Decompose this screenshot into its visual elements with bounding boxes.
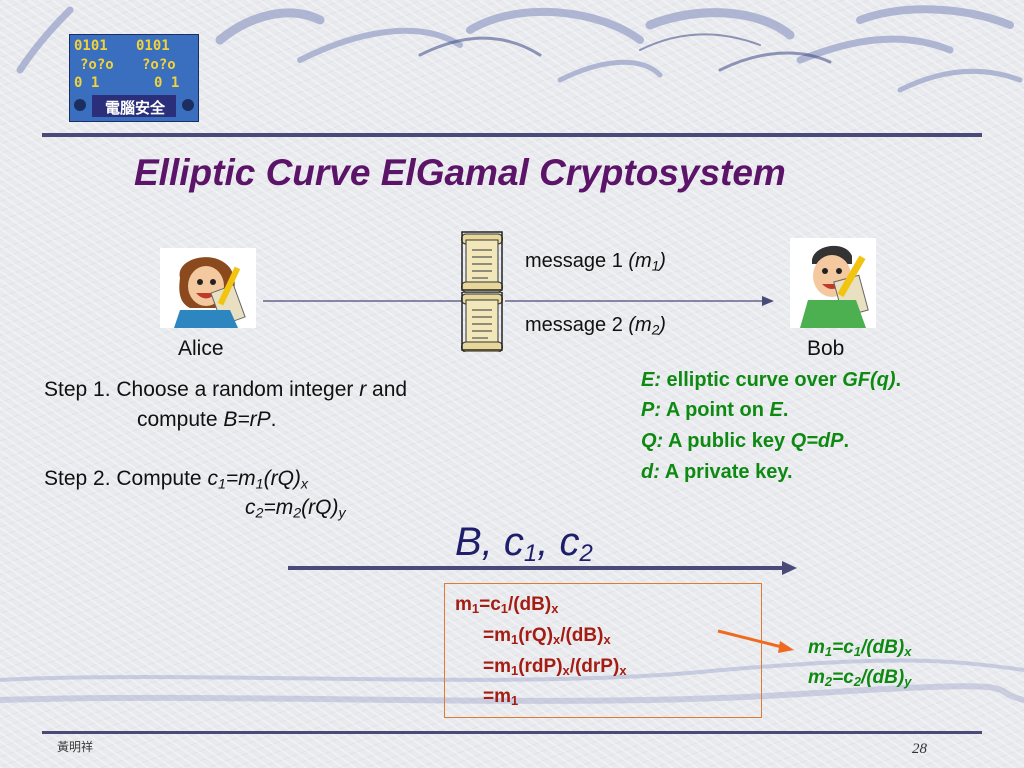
derivation-line-3: =m1(rdP)x/(drP)x [483, 656, 627, 679]
bottom-divider [42, 731, 982, 734]
footer-author: 黃明祥 [57, 740, 94, 754]
message2-scroll-icon [458, 291, 506, 353]
message1-label: message 1 (m1) [525, 250, 666, 274]
derivation-line-2: =m1(rQ)x/(dB)x [483, 625, 611, 648]
svg-text:0101: 0101 [136, 38, 170, 54]
derivation-box [444, 583, 762, 718]
logo: 0101 0101 ?o?o ?o?o 0 1 0 1 電腦安全 [69, 34, 199, 122]
bob-label: Bob [807, 337, 845, 360]
svg-text:0101: 0101 [74, 38, 108, 54]
bob-avatar [790, 238, 876, 328]
logo-chip-graphic: 0101 0101 ?o?o ?o?o 0 1 0 1 [70, 35, 198, 121]
result-line-2: m2=c2/(dB)y [808, 667, 912, 690]
step2-line1: Step 2. Compute c1=m1(rQ)x [44, 467, 309, 493]
svg-text:?o?o: ?o?o [80, 57, 114, 73]
logo-text: 電腦安全 [104, 99, 165, 117]
step1-line1: Step 1. Choose a random integer r and [44, 378, 408, 401]
step2-line2: c2=m2(rQ)y [245, 496, 346, 522]
message1-scroll-icon [458, 230, 506, 293]
param-p: P: A point on E. [641, 399, 789, 421]
svg-text:0 1: 0 1 [154, 75, 179, 91]
param-d: d: A private key. [641, 461, 793, 483]
alice-avatar [160, 248, 256, 328]
param-q: Q: A public key Q=dP. [641, 430, 850, 452]
result-line-1: m1=c1/(dB)x [808, 637, 912, 660]
slide-title: Elliptic Curve ElGamal Cryptosystem [134, 152, 786, 193]
derivation-line-4: =m1 [483, 686, 519, 709]
message2-label: message 2 (m2) [525, 314, 666, 338]
ciphertext-label: B, c1, c2 [455, 520, 593, 567]
svg-text:?o?o: ?o?o [142, 57, 176, 73]
top-divider [42, 133, 982, 137]
alice-cartoon-icon [174, 257, 246, 328]
step1-line2: compute B=rP. [137, 408, 277, 431]
param-e: E: elliptic curve over GF(q). [641, 369, 902, 391]
bob-cartoon-icon [800, 245, 869, 328]
svg-text:0 1: 0 1 [74, 75, 99, 91]
derivation-line-1: m1=c1/(dB)x [455, 594, 559, 617]
alice-label: Alice [178, 337, 224, 360]
page-number: 28 [912, 741, 927, 757]
